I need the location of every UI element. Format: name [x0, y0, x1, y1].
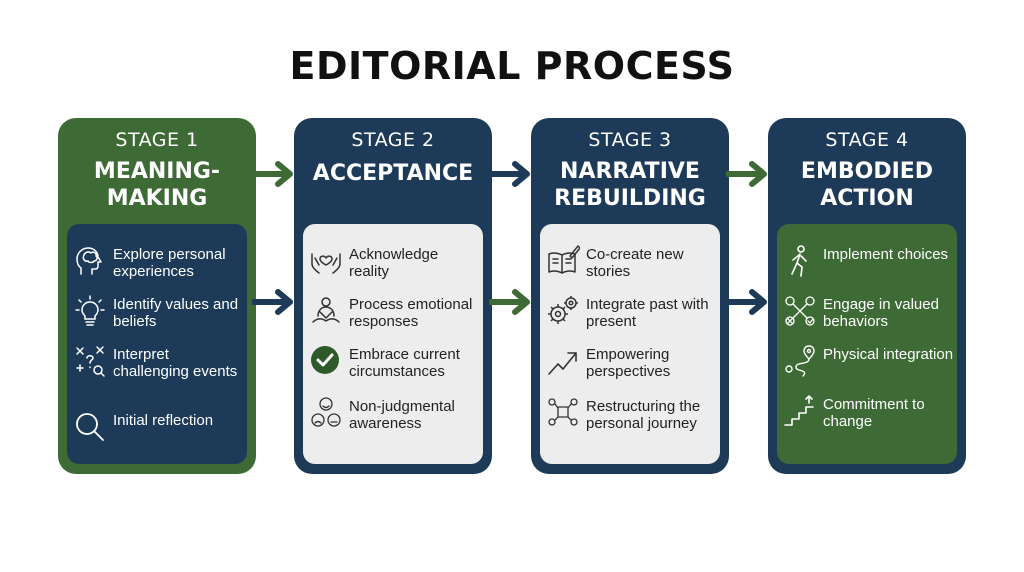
stage-2-label: STAGE 2	[351, 129, 435, 151]
stage-2-card: STAGE 2 ACCEPTANCE Acknowledge reality	[294, 118, 492, 474]
list-item: Process emotional responses	[309, 294, 481, 330]
list-item: Integrate past with present	[546, 294, 718, 330]
item-text: Identify values and beliefs	[113, 296, 239, 330]
faces-icon	[309, 396, 343, 430]
item-text: Interpret challenging events	[113, 346, 238, 380]
list-item: Restructuring the personal journey	[546, 396, 718, 432]
item-text: Restructuring the personal journey	[586, 398, 701, 432]
list-item: Empowering perspectives	[546, 344, 718, 380]
stage-1-label: STAGE 1	[115, 129, 199, 151]
list-item: Engage in valued behaviors	[783, 294, 955, 330]
list-item: Non-judgmental awareness	[309, 396, 481, 432]
flow-arrow-icon	[725, 288, 772, 316]
item-text: Explore personal experiences	[113, 246, 226, 280]
book-pen-icon	[546, 244, 581, 278]
question-puzzle-icon	[73, 344, 107, 378]
list-item: Implement choices	[783, 244, 955, 278]
list-item: Identify values and beliefs	[73, 294, 245, 330]
list-item: Co-create new stories	[546, 244, 718, 280]
flow-arrow-icon	[488, 160, 535, 188]
item-text: Embrace current circumstances	[349, 346, 460, 380]
stage-1-card: STAGE 1 MEANING- MAKING Explore personal…	[58, 118, 256, 474]
page-title: EDITORIAL PROCESS	[289, 44, 735, 88]
gears-icon	[546, 294, 580, 328]
item-text: Implement choices	[823, 246, 949, 263]
item-text: Integrate past with present	[586, 296, 709, 330]
walking-person-icon	[783, 244, 817, 278]
hands-heart-icon	[309, 244, 343, 278]
list-item: Embrace current circumstances	[309, 344, 481, 380]
lightbulb-icon	[73, 294, 107, 328]
stage-3-items-panel: Co-create new stories Integrate past wit…	[540, 224, 720, 464]
item-text: Process emotional responses	[349, 296, 473, 330]
stage-4-items-panel: Implement choices Engage in valued behav…	[777, 224, 957, 464]
item-text: Initial reflection	[113, 412, 214, 429]
stage-3-title: NARRATIVE REBUILDING	[554, 159, 706, 211]
list-item: Initial reflection	[73, 410, 245, 444]
item-text: Commitment to change	[823, 396, 925, 430]
stage-4-card: STAGE 4 EMBODIED ACTION Implement choice…	[768, 118, 966, 474]
flow-arrow-icon	[251, 160, 298, 188]
brain-head-icon	[73, 244, 107, 278]
route-pin-icon	[783, 344, 817, 378]
item-text: Physical integration	[823, 346, 954, 363]
flow-arrow-icon	[725, 160, 772, 188]
stage-4-label: STAGE 4	[825, 129, 909, 151]
stairs-icon	[783, 394, 817, 428]
stage-1-items-panel: Explore personal experiences Identify va…	[67, 224, 247, 464]
item-text: Co-create new stories	[586, 246, 684, 280]
stage-1-title: MEANING- MAKING	[93, 159, 221, 211]
trend-up-icon	[546, 344, 580, 378]
list-item: Interpret challenging events	[73, 344, 245, 380]
item-text: Acknowledge reality	[349, 246, 439, 280]
meditating-person-icon	[309, 294, 343, 328]
magnifier-icon	[73, 410, 107, 444]
item-text: Engage in valued behaviors	[823, 296, 939, 330]
stage-2-items-panel: Acknowledge reality Process emotional re…	[303, 224, 483, 464]
stage-2-title: ACCEPTANCE	[312, 161, 474, 186]
list-item: Acknowledge reality	[309, 244, 481, 280]
list-item: Physical integration	[783, 344, 955, 378]
list-item: Explore personal experiences	[73, 244, 245, 280]
item-text: Empowering perspectives	[586, 346, 671, 380]
choice-paths-icon	[783, 294, 817, 328]
stage-3-card: STAGE 3 NARRATIVE REBUILDING Co-create n…	[531, 118, 729, 474]
flow-arrow-icon	[251, 288, 298, 316]
stage-4-title: EMBODIED ACTION	[800, 159, 934, 211]
item-text: Non-judgmental awareness	[349, 398, 455, 432]
stage-3-label: STAGE 3	[588, 129, 672, 151]
check-circle-icon	[309, 344, 343, 378]
list-item: Commitment to change	[783, 394, 955, 430]
flow-arrow-icon	[488, 288, 535, 316]
people-network-icon	[546, 396, 580, 430]
